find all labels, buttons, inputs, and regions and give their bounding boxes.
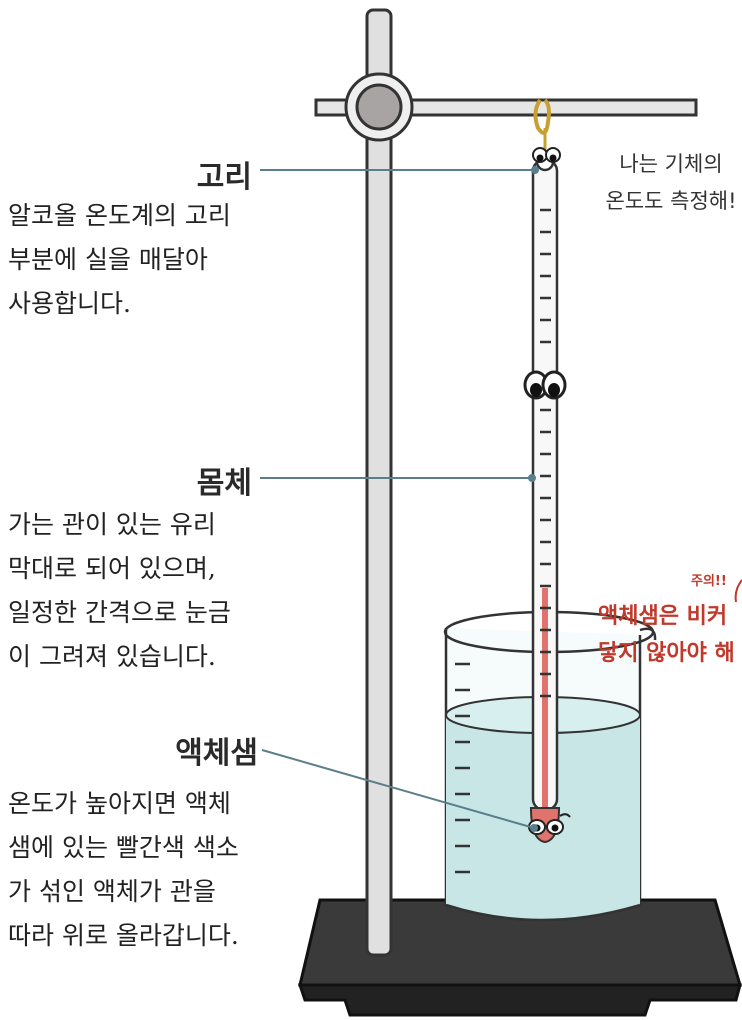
warning-bracket — [734, 579, 742, 603]
leader-lines — [260, 166, 539, 832]
speech-line: 나는 기체의 — [619, 152, 723, 176]
warning-line: 닿지 않아야 해 — [598, 641, 735, 666]
body-desc-line: 가는 관이 있는 유리 — [8, 510, 216, 539]
body-desc-line: 막대로 되어 있으며, — [8, 554, 216, 583]
warning-tag: 주의!! — [691, 574, 727, 589]
speech-line: 온도도 측정해! — [605, 189, 737, 213]
thermometer — [523, 147, 571, 844]
body-description: 가는 관이 있는 유리 막대로 되어 있으며, 일정한 간격으로 눈금 이 그려… — [8, 503, 270, 679]
bulb-description: 온도가 높아지면 액체 샘에 있는 빨간색 색소 가 섞인 액체가 관을 따라 … — [8, 782, 270, 958]
hook-description: 알코올 온도계의 고리 부분에 실을 매달아 사용합니다. — [8, 194, 270, 326]
bulb-desc-line: 따라 위로 올라갑니다. — [8, 921, 239, 950]
hook-desc-line: 알코올 온도계의 고리 — [8, 201, 231, 230]
bulb-desc-line: 온도가 높아지면 액체 — [8, 789, 231, 818]
bulb-desc-line: 가 섞인 액체가 관을 — [8, 877, 216, 906]
body-desc-line: 이 그려져 있습니다. — [8, 642, 216, 671]
bulb-label: 액체샘 — [175, 736, 258, 771]
eyes-middle-icon — [523, 370, 567, 400]
body-desc-line: 일정한 간격으로 눈금 — [8, 598, 231, 627]
hook-desc-line: 사용합니다. — [8, 289, 131, 318]
hook-desc-line: 부분에 실을 매달아 — [8, 245, 208, 274]
eyes-top-icon — [532, 147, 561, 163]
stand-base — [297, 898, 742, 1017]
speech-bubble-text: 나는 기체의 온도도 측정해! — [600, 146, 742, 220]
eyes-bulb-icon — [528, 813, 571, 835]
clamp-knob — [344, 72, 414, 142]
warning-line: 액체샘은 비커 — [598, 604, 728, 629]
bulb-desc-line: 샘에 있는 빨간색 색소 — [8, 833, 239, 862]
stand-rod — [365, 8, 393, 957]
body-label: 몸체 — [196, 466, 252, 501]
hook-label: 고리 — [196, 160, 252, 195]
warning-text: 액체샘은 비커 닿지 않아야 해 — [598, 598, 742, 672]
